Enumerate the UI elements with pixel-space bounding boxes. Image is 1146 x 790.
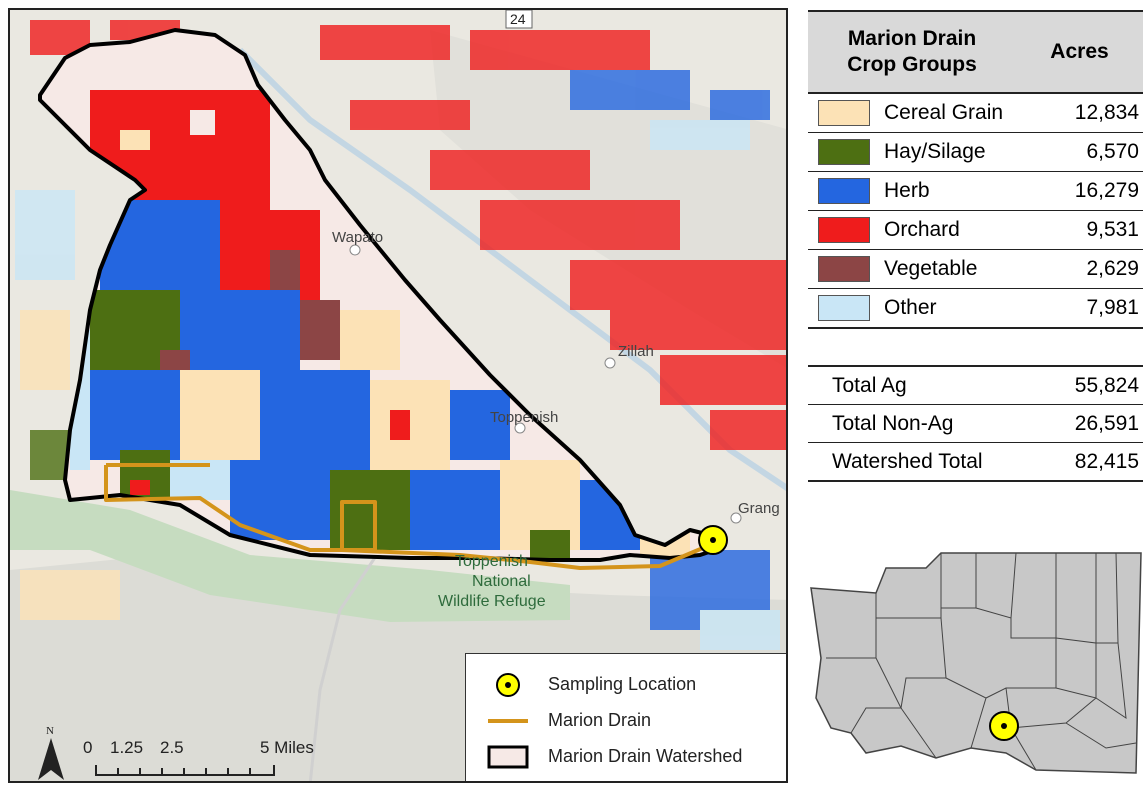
highway-shield-label: 24 [510,11,526,27]
crop-color-swatch [818,100,870,126]
north-arrow: N [36,722,66,781]
crop-groups-header: Marion Drain Crop Groups [808,26,1016,78]
header-line-1: Marion Drain [847,27,977,50]
crop-name: Other [884,296,937,319]
crop-acres: 12,834 [1074,101,1139,124]
washington-state-outline [810,552,1142,774]
crop-name: Herb [884,179,930,202]
crop-color-swatch [818,178,870,204]
scale-tick-1: 1.25 [110,738,144,757]
table-row: Watershed Total 82,415 [808,443,1143,482]
orchard-fields-northeast [30,20,786,450]
acres-header: Acres [1050,40,1109,63]
table-row: Total Non-Ag 26,591 [808,405,1143,443]
crop-acres: 9,531 [1086,218,1139,241]
label-wapato: Wapato [332,229,383,246]
label-refuge-1: Toppenish [455,553,528,570]
town-dot-granger [730,512,742,524]
sampling-location-legend-icon [486,672,530,697]
crop-acres: 16,279 [1074,179,1139,202]
label-granger: Grang [738,500,780,517]
crop-color-swatch [818,256,870,282]
label-zillah: Zillah [618,343,654,360]
table-row: Hay/Silage 6,570 [808,133,1143,172]
legend-sampling-label: Sampling Location [548,673,697,694]
header-line-2: Crop Groups [847,53,977,76]
highway-shield-icon [505,10,533,29]
crop-name: Hay/Silage [884,140,986,163]
table-row: Cereal Grain 12,834 [808,94,1143,133]
watershed-legend-icon [486,744,530,769]
washington-inset-map [806,548,1146,778]
label-toppenish: Toppenish [490,409,558,426]
wildlife-refuge-area [10,490,570,622]
table-row: Total Ag 55,824 [808,367,1143,405]
road [308,549,382,781]
total-name: Total Ag [832,373,907,397]
north-arrow-icon [38,738,64,780]
table-header: Marion Drain Crop Groups Acres [808,10,1143,94]
crop-acres: 6,570 [1086,140,1139,163]
crop-acres: 7,981 [1086,296,1139,319]
scale-bar-line [95,765,275,776]
crop-name: Cereal Grain [884,101,1004,124]
crop-color-swatch [818,295,870,321]
drain-line-legend-icon [486,708,530,732]
map-panel: Wapato Zillah Toppenish Grang Toppenish … [8,8,788,783]
crop-name: Orchard [884,218,960,241]
misc-fields-outside [15,70,780,650]
crop-acres: 2,629 [1086,257,1139,280]
total-acres: 82,415 [1074,449,1139,473]
marion-drain-line [104,465,711,570]
label-refuge-2: National [472,573,531,590]
total-acres: 26,591 [1074,411,1139,435]
table-row: Vegetable 2,629 [808,250,1143,289]
scale-tick-0: 0 [83,738,93,757]
table-row: Orchard 9,531 [808,211,1143,250]
total-name: Watershed Total [832,449,983,473]
total-acres: 55,824 [1074,373,1139,397]
north-label: N [46,725,54,737]
map-legend: Sampling Location Marion Drain Marion Dr… [465,653,786,781]
inset-sampling-dot [1001,723,1007,729]
scale-bar: 0 1.25 2.5 5 Miles [38,720,338,780]
crop-name: Vegetable [884,257,978,280]
table-row: Herb 16,279 [808,172,1143,211]
legend-watershed-label: Marion Drain Watershed [548,745,743,766]
legend-sampling: Sampling Location [486,670,696,698]
sampling-location-dot [710,537,716,543]
total-name: Total Non-Ag [832,411,954,435]
town-dot-zillah [604,357,616,369]
crop-color-swatch [818,217,870,243]
scale-tick-3: 5 Miles [260,738,314,757]
county-boundaries [826,552,1137,771]
town-dot-wapato [349,244,361,256]
legend-drain: Marion Drain [486,706,651,734]
town-dot-toppenish [514,422,526,434]
scale-tick-2: 2.5 [160,738,184,757]
label-refuge-3: Wildlife Refuge [438,593,546,610]
legend-watershed: Marion Drain Watershed [486,742,742,770]
table-row: Other 7,981 [808,289,1143,329]
crop-color-swatch [818,139,870,165]
legend-drain-label: Marion Drain [548,709,652,730]
crop-table: Marion Drain Crop Groups Acres Cereal Gr… [808,10,1143,482]
